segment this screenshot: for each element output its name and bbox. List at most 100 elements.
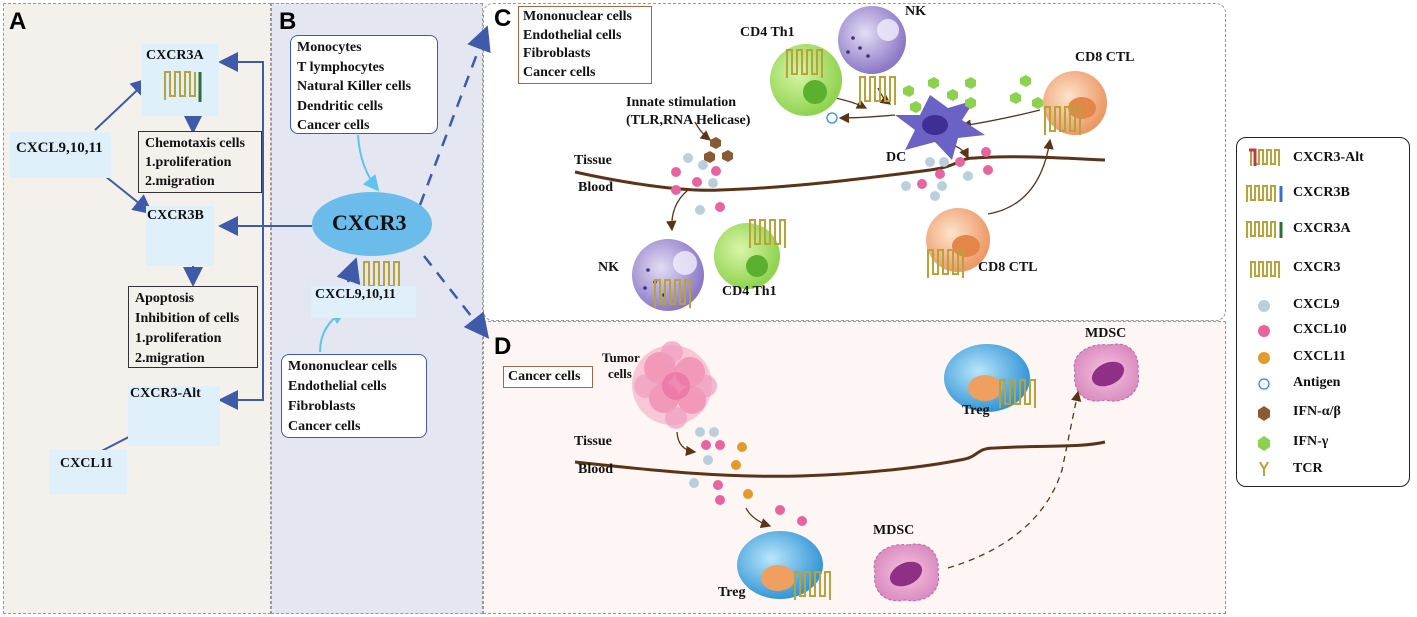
panel-c-source-box: Mononuclear cells Endothelial cells Fibr… <box>518 6 652 84</box>
cxcr3-center-label: CXCR3 <box>332 210 407 235</box>
mdsc-cell-bottom <box>873 543 940 602</box>
cxcr3-alt-label: CXCR3-Alt <box>130 386 201 401</box>
legend-label-cxcl10: CXCL10 <box>1293 322 1347 337</box>
panel-d-cancer-box: Cancer cells <box>503 366 593 388</box>
apoptosis-line-3: 1.proliferation <box>135 331 222 346</box>
cxcl11-label: CXCL11 <box>60 456 113 471</box>
apoptosis-line-2: Inhibition of cells <box>135 311 240 326</box>
bottom-cell-2: Endothelial cells <box>288 379 387 394</box>
legend-label-ifn-ab: IFN-α/β <box>1293 404 1341 419</box>
top-cell-3: Natural Killer cells <box>297 79 412 94</box>
d-blood-label: Blood <box>578 462 614 477</box>
d-treg-top-label: Treg <box>962 403 990 418</box>
c-dc-label: DC <box>886 150 907 165</box>
legend-label-cxcr3a: CXCR3A <box>1293 221 1351 236</box>
ligand-box-b <box>311 286 416 318</box>
antigen-icon <box>1258 378 1270 390</box>
ligand-b-label: CXCL9,10,11 <box>315 287 396 302</box>
ifn-ab-icon <box>1258 406 1270 421</box>
cxcr3b-label: CXCR3B <box>147 208 204 223</box>
legend-label-antigen: Antigen <box>1293 375 1341 390</box>
panel-d-chemokines <box>689 427 807 526</box>
ligand-all-label: CXCL9,10,11 <box>16 140 103 156</box>
panel-d-arrows <box>676 390 1082 569</box>
c-blood-label: Blood <box>578 180 614 195</box>
legend-label-tcr: TCR <box>1293 461 1323 476</box>
panel-d-vessel <box>574 440 1106 478</box>
panel-c-vessel <box>574 155 1106 192</box>
c-nk-bottom-label: NK <box>598 260 619 275</box>
d-cancer-label: Cancer cells <box>508 369 581 384</box>
cxcr3-alt-box <box>128 386 220 446</box>
mdsc-cell-top <box>1073 343 1140 402</box>
panel-a-letter: A <box>9 8 27 35</box>
ligand-box <box>10 132 111 178</box>
cxcr3-ellipse <box>312 192 432 256</box>
treg-cell-bottom <box>737 531 823 599</box>
cxcr3a-label: CXCR3A <box>146 48 204 63</box>
panel-b-letter: B <box>279 8 297 35</box>
ifn-g-icon <box>1258 436 1270 451</box>
c-tissue-label: Tissue <box>574 153 612 168</box>
chemotaxis-line-1: Chemotaxis cells <box>145 136 245 151</box>
panel-c-letter: C <box>494 5 512 32</box>
c-source-4: Cancer cells <box>523 64 596 80</box>
panel-c-ifn-ab <box>704 137 733 163</box>
legend-box: CXCR3-Alt CXCR3B CXCR3A CXCR3 CXCL9 CXCL… <box>1236 137 1410 487</box>
bottom-cell-4: Cancer cells <box>288 419 361 434</box>
receptor-icon <box>1250 261 1280 278</box>
receptor-alt-icon <box>1249 148 1280 166</box>
dc-cell <box>895 95 985 160</box>
c-cd8-top-label: CD8 CTL <box>1075 50 1135 65</box>
c-cd4-top-label: CD4 Th1 <box>740 25 795 40</box>
panel-d-letter: D <box>494 333 512 360</box>
cxcl9-dot-icon <box>1258 300 1270 312</box>
d-tumor-label-1: Tumor <box>602 350 640 365</box>
panel-b-arrows <box>218 25 491 353</box>
d-tumor-label-2: cells <box>608 366 632 381</box>
cxcl10-dot-icon <box>1258 325 1270 337</box>
tumor-cluster <box>632 341 717 429</box>
legend-label-cxcr3: CXCR3 <box>1293 260 1341 275</box>
panel-c-receptors <box>654 49 1081 308</box>
top-cell-1: Monocytes <box>297 40 362 55</box>
apoptosis-line-4: 2.migration <box>135 351 205 366</box>
legend-label-cxcr3b: CXCR3B <box>1293 185 1350 200</box>
legend-label-ifn-g: IFN-γ <box>1293 434 1329 449</box>
top-cell-4: Dendritic cells <box>297 98 383 114</box>
c-cd8-bottom-label: CD8 CTL <box>978 260 1038 275</box>
top-cell-5: Cancer cells <box>297 118 370 133</box>
nk-cell-top <box>838 6 906 74</box>
chemotaxis-line-3: 2.migration <box>145 174 215 189</box>
c-cd4-bottom-label: CD4 Th1 <box>722 284 777 299</box>
cxcl11-box <box>49 450 127 494</box>
top-cell-2: T lymphocytes <box>297 59 385 75</box>
apoptosis-line-1: Apoptosis <box>135 291 195 306</box>
c-source-1: Mononuclear cells <box>523 9 633 24</box>
source-cells-box-bottom: Mononuclear cells Endothelial cells Fibr… <box>281 354 427 438</box>
treg-cell-top <box>944 344 1030 412</box>
cxcl11-dot-icon <box>1258 352 1270 364</box>
chemotaxis-line-2: 1.proliferation <box>145 155 232 170</box>
c-source-3: Fibroblasts <box>523 46 591 61</box>
receptor-a-icon <box>1246 221 1283 238</box>
tcr-icon <box>1259 461 1269 476</box>
innate-label-1: Innate stimulation <box>626 95 737 110</box>
c-nk-top-label: NK <box>905 4 926 19</box>
legend-label-cxcr3-alt: CXCR3-Alt <box>1293 150 1364 165</box>
d-tissue-label: Tissue <box>574 434 612 449</box>
bottom-cell-3: Fibroblasts <box>288 399 356 414</box>
chemotaxis-box: Chemotaxis cells 1.proliferation 2.migra… <box>138 131 262 193</box>
source-cells-box-top: Monocytes T lymphocytes Natural Killer c… <box>290 35 438 134</box>
d-treg-bottom-label: Treg <box>718 585 746 600</box>
receptor-b-icon <box>1246 185 1283 202</box>
legend-icons <box>1246 148 1283 476</box>
bottom-cell-1: Mononuclear cells <box>288 359 398 374</box>
cxcr3b-box <box>146 206 214 266</box>
legend-label-cxcl11: CXCL11 <box>1293 349 1346 364</box>
d-mdsc-bottom-label: MDSC <box>873 523 915 538</box>
c-source-2: Endothelial cells <box>523 27 622 43</box>
cd4-th1-cell-bottom <box>714 223 780 289</box>
apoptosis-box: Apoptosis Inhibition of cells 1.prolifer… <box>128 286 258 368</box>
